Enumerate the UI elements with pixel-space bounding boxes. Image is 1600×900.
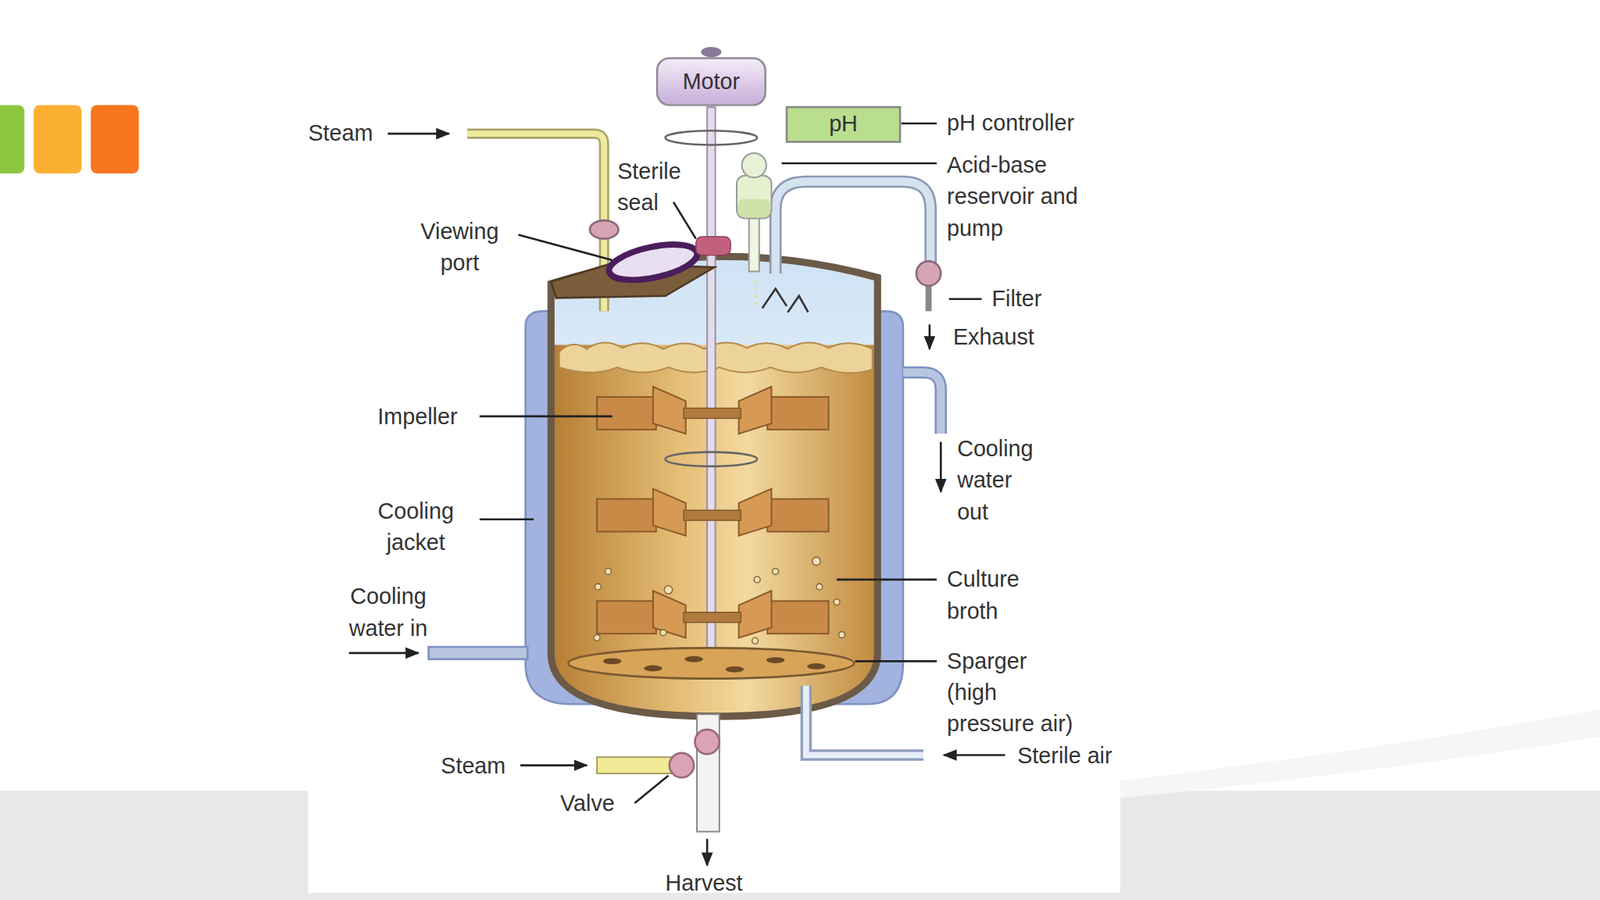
rotation-mark bbox=[665, 130, 758, 145]
node-text: pH bbox=[828, 110, 858, 138]
sparger-holes bbox=[603, 656, 826, 673]
valve bbox=[694, 729, 719, 754]
part-label: Steam bbox=[440, 750, 506, 782]
sparger-hole bbox=[643, 665, 663, 672]
bubble bbox=[752, 637, 759, 644]
bubble bbox=[816, 583, 823, 590]
leader-line bbox=[634, 775, 668, 804]
flow-arrow bbox=[349, 652, 419, 655]
reservoir-liquid bbox=[737, 199, 771, 218]
sparger-hole bbox=[766, 657, 786, 664]
part-label: Sterile air bbox=[1017, 739, 1112, 772]
drops bbox=[754, 280, 758, 308]
footer-swoosh bbox=[1120, 709, 1600, 799]
air-pipe bbox=[806, 685, 924, 756]
leader-line bbox=[836, 578, 937, 582]
air-pipe bbox=[806, 685, 924, 756]
motor-knob bbox=[700, 46, 722, 58]
valve bbox=[669, 753, 694, 778]
agitator-shaft bbox=[707, 107, 715, 664]
leader-line bbox=[673, 202, 697, 240]
part-label: Sparger (high pressure air) bbox=[946, 644, 1078, 740]
sparger-hole bbox=[807, 663, 826, 670]
bubble bbox=[593, 634, 600, 641]
water-outlet-pipe bbox=[903, 372, 941, 434]
part-label: Cooling jacket bbox=[367, 494, 465, 558]
part-label: Steam bbox=[307, 117, 373, 149]
exhaust-pipe bbox=[775, 181, 932, 274]
bubble bbox=[594, 583, 601, 590]
leader-line bbox=[949, 297, 983, 300]
flow-arrow bbox=[387, 132, 449, 136]
air-bubbles bbox=[593, 557, 845, 644]
steam-pipe bbox=[596, 757, 677, 774]
part-label: Sterile seal bbox=[617, 155, 699, 219]
reservoir bbox=[736, 175, 772, 219]
part-label: Valve bbox=[560, 787, 615, 819]
drop-mark bbox=[762, 289, 787, 309]
part-label: Culture broth bbox=[946, 563, 1040, 627]
dosing-tube bbox=[749, 216, 760, 272]
deco-square bbox=[33, 105, 82, 175]
leader-line bbox=[518, 234, 613, 261]
impeller bbox=[596, 386, 829, 434]
water-outlet-pipe bbox=[903, 372, 941, 434]
part-label: Harvest bbox=[665, 867, 743, 899]
pump-bulb bbox=[742, 153, 767, 178]
filter bbox=[916, 260, 941, 286]
bubble bbox=[812, 557, 821, 565]
deco-square bbox=[0, 105, 25, 175]
part-label: Exhaust bbox=[953, 321, 1035, 353]
flow-arrow bbox=[943, 753, 1005, 757]
bubble bbox=[605, 568, 612, 575]
impeller bbox=[596, 590, 829, 638]
part-label: Cooling water in bbox=[339, 580, 437, 644]
bubble bbox=[660, 629, 667, 636]
bubble bbox=[664, 585, 672, 594]
leader-line bbox=[781, 162, 937, 165]
ph-box: pH bbox=[785, 106, 902, 143]
flow-arrow bbox=[520, 764, 587, 767]
part-label: Cooling water out bbox=[957, 432, 1044, 528]
bubble bbox=[839, 631, 846, 638]
deco-square bbox=[90, 105, 139, 175]
part-label: Filter bbox=[992, 282, 1043, 315]
sparger bbox=[568, 647, 855, 679]
node-text: Motor bbox=[682, 68, 740, 96]
impeller bbox=[596, 489, 829, 536]
drop-mark bbox=[787, 296, 808, 313]
leader-line bbox=[479, 415, 613, 418]
image-panel bbox=[307, 0, 1121, 893]
exhaust-pipe bbox=[925, 285, 933, 312]
part-label: Impeller bbox=[377, 400, 458, 433]
water-inlet-pipe bbox=[428, 646, 529, 660]
valve bbox=[589, 220, 619, 240]
flow-arrow bbox=[928, 324, 932, 349]
bubble bbox=[753, 576, 761, 583]
flow-arrow bbox=[706, 839, 709, 866]
rotation-mark bbox=[665, 452, 758, 467]
viewing-port bbox=[606, 238, 701, 287]
flow-arrow bbox=[939, 442, 943, 493]
part-label: Viewing port bbox=[410, 215, 508, 279]
bubble bbox=[772, 568, 779, 575]
bubble bbox=[833, 599, 840, 606]
leader-line bbox=[855, 660, 937, 663]
part-label: Acid-base reservoir and pump bbox=[946, 149, 1100, 244]
sparger-hole bbox=[725, 666, 745, 673]
sparger-hole bbox=[603, 657, 622, 665]
leader-line bbox=[900, 122, 937, 125]
leader-line bbox=[479, 518, 534, 522]
exhaust-pipe bbox=[775, 181, 932, 274]
sterile-seal bbox=[696, 236, 731, 256]
motor-box: Motor bbox=[656, 57, 767, 107]
part-label: pH controller bbox=[946, 107, 1075, 139]
sparger-hole bbox=[684, 656, 704, 663]
